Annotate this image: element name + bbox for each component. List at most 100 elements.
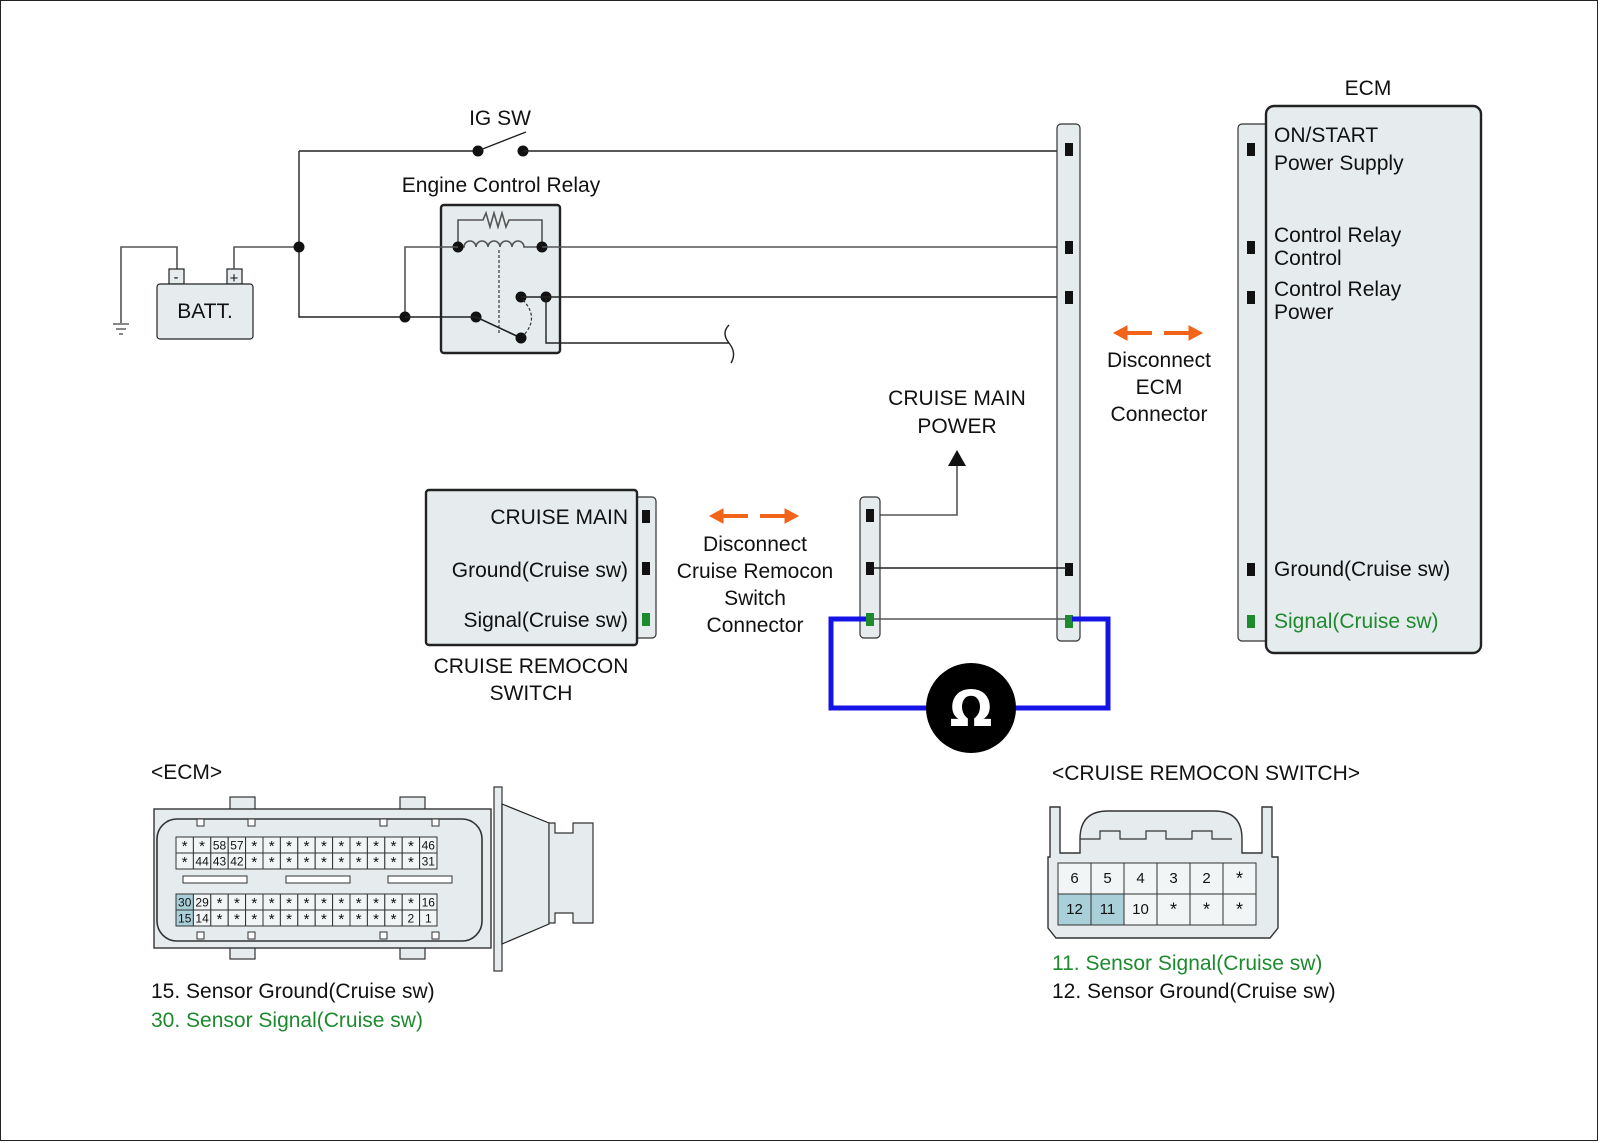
svg-text:2: 2 [1202,870,1210,887]
svg-text:*: * [182,838,188,855]
connector-pin-unused: * [349,909,368,928]
ecm-module [1264,104,1483,655]
connector-pin-unused: * [366,909,386,928]
connector-pin-58: 58 [210,836,229,854]
svg-text:*: * [1203,900,1210,920]
remocon-pin-ground: Ground(Cruise sw) [452,559,628,582]
connector-pin-unused: * [384,909,403,928]
svg-text:6: 6 [1070,870,1078,887]
ecm-title: ECM [1345,77,1392,100]
connector-pin-29: 29 [192,893,212,911]
remocon-pin-signal: Signal(Cruise sw) [463,609,628,632]
ohm-symbol: Ω [950,680,993,738]
connector-pin-10: 10 [1123,893,1158,926]
remocon-title-line2: SWITCH [490,682,573,705]
svg-text:*: * [251,854,257,871]
connector-pin-unused: * [384,836,403,855]
disconnect-ecm-line1: Disconnect [1107,349,1211,372]
ecm-connector-face [153,786,594,972]
connector-pin-unused: * [210,909,229,928]
disconnect-remocon-line3: Switch [724,587,786,610]
svg-text:*: * [391,854,397,871]
cruise-remocon-switch [424,488,639,647]
connector-pin-3: 3 [1156,862,1191,895]
connector-pin-unused: * [384,852,403,871]
connector-pin-unused: * [279,909,299,928]
svg-text:58: 58 [213,839,227,853]
svg-text:46: 46 [422,839,436,853]
ecm-legend-15: 15. Sensor Ground(Cruise sw) [151,980,435,1003]
ecm-pin-relay-power-line2: Power [1274,301,1334,324]
ground-symbol-icon [113,246,178,335]
connector-pin-unused: * [314,909,334,928]
ecm-pin-relay-power-line1: Control Relay [1274,278,1402,301]
connector-pin-unused: * [314,836,334,855]
ecm-pin-on-start-line2: Power Supply [1274,152,1404,175]
connector-pin-unused: * [227,893,247,912]
connector-pin-5: 5 [1090,862,1125,895]
svg-text:4: 4 [1136,870,1144,887]
connector-pin-unused: * [366,893,386,912]
disconnect-remocon-line2: Cruise Remocon [677,560,833,583]
svg-text:*: * [234,911,240,928]
connector-pin-unused: * [401,893,421,912]
svg-text:*: * [286,838,292,855]
svg-text:5: 5 [1103,870,1111,887]
svg-text:*: * [391,911,397,928]
svg-text:43: 43 [213,855,227,869]
svg-text:42: 42 [230,855,244,869]
connector-pin-unused: * [297,909,316,928]
connector-pin-unused: * [227,909,247,928]
connector-pin-unused: * [210,893,229,912]
disconnect-remocon-arrows-icon [708,508,800,524]
cruise-main-power-line2: POWER [917,415,996,438]
svg-text:*: * [1236,900,1243,920]
connector-pin-unused: * [332,893,351,912]
ohmmeter-leads [828,616,1111,711]
connector-pin-6: 6 [1057,862,1092,895]
svg-text:31: 31 [422,855,436,869]
svg-text:*: * [1170,900,1177,920]
svg-text:*: * [199,838,205,855]
svg-text:2: 2 [408,912,415,926]
connector-pin-unused: * [314,893,334,912]
svg-text:*: * [286,911,292,928]
relay-label: Engine Control Relay [402,174,601,197]
connector-pin-unused: * [1222,862,1257,895]
connector-pin-unused: * [262,893,281,912]
svg-text:*: * [338,854,344,871]
connector-pin-unused: * [314,852,334,871]
svg-text:*: * [408,838,414,855]
connector-pin-unused: * [262,836,281,855]
connector-pin-unused: * [279,852,299,871]
ig-switch-label: IG SW [469,107,531,130]
connector-pin-unused: * [245,893,264,912]
connector-pin-unused: * [262,852,281,871]
remocon-connector-title: <CRUISE REMOCON SWITCH> [1052,762,1360,785]
connector-pin-unused: * [349,836,368,855]
svg-text:*: * [373,911,379,928]
svg-text:*: * [338,838,344,855]
connector-pin-unused: * [1222,893,1257,926]
svg-text:*: * [269,838,275,855]
ecm-pin-relay-control-line2: Control [1274,247,1342,270]
svg-text:15: 15 [178,912,192,926]
connector-pin-42: 42 [227,852,247,870]
svg-text:*: * [269,895,275,912]
connector-pin-2: 2 [1189,862,1224,895]
svg-text:*: * [304,838,310,855]
disconnect-remocon-line1: Disconnect [703,533,807,556]
battery: - + BATT. [156,268,254,340]
connector-pin-unused: * [401,852,421,871]
connector-pin-16: 16 [419,893,438,911]
battery-pos-terminal: + [230,270,239,287]
ecm-pin-signal-cruise: Signal(Cruise sw) [1274,610,1439,633]
svg-text:1: 1 [425,912,432,926]
remocon-legend-12: 12. Sensor Ground(Cruise sw) [1052,980,1336,1003]
svg-text:*: * [391,895,397,912]
connector-pin-unused: * [297,852,316,871]
connector-pin-unused: * [192,836,212,855]
svg-text:*: * [251,895,257,912]
